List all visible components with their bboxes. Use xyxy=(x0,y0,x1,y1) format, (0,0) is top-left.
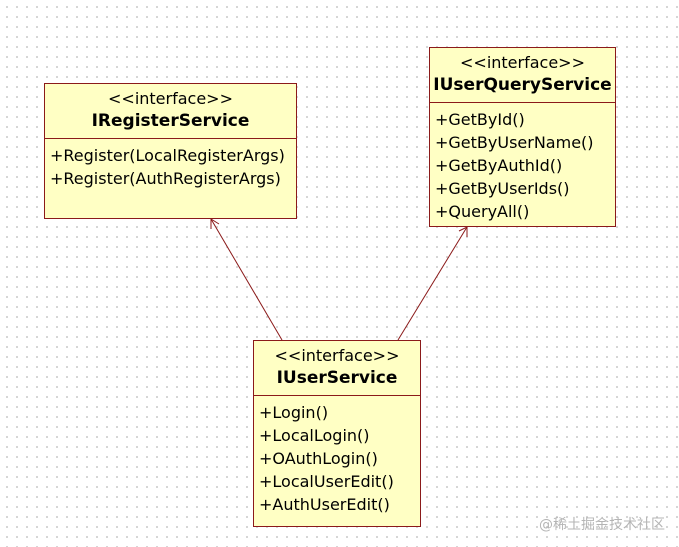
link-user-to-query xyxy=(397,226,468,341)
class-iuserservice[interactable]: <<interface>> IUserService +Login() +Loc… xyxy=(253,340,421,527)
method-item: +Register(AuthRegisterArgs) xyxy=(50,169,281,188)
method-item: +QueryAll() xyxy=(435,202,530,221)
class-header: <<interface>> IUserQueryService xyxy=(430,48,615,103)
class-iregisterservice[interactable]: <<interface>> IRegisterService +Register… xyxy=(44,83,297,219)
method-item: +GetByUserName() xyxy=(435,133,594,152)
method-item: +GetByAuthId() xyxy=(435,156,563,175)
class-iuserqueryservice[interactable]: <<interface>> IUserQueryService +GetById… xyxy=(429,47,616,227)
class-header: <<interface>> IUserService xyxy=(254,341,420,396)
arrowhead-register xyxy=(210,218,220,229)
class-name: IUserService xyxy=(276,368,398,388)
method-item: +GetByUserIds() xyxy=(435,179,570,198)
method-item: +Login() xyxy=(259,403,329,422)
watermark-text: @稀土掘金技术社区 xyxy=(539,517,665,533)
method-list: +Login() +LocalLogin() +OAuthLogin() +Lo… xyxy=(254,396,420,516)
method-list: +GetById() +GetByUserName() +GetByAuthId… xyxy=(430,103,615,223)
class-name: IUserQueryService xyxy=(433,75,612,95)
arrowhead-query xyxy=(458,226,468,237)
method-item: +Register(LocalRegisterArgs) xyxy=(50,146,285,165)
method-item: +OAuthLogin() xyxy=(259,449,378,468)
stereotype-label: <<interface>> xyxy=(274,346,400,365)
method-item: +LocalUserEdit() xyxy=(259,472,394,491)
class-header: <<interface>> IRegisterService xyxy=(45,84,296,139)
stereotype-label: <<interface>> xyxy=(108,89,233,108)
method-item: +AuthUserEdit() xyxy=(259,495,390,514)
stereotype-label: <<interface>> xyxy=(460,53,585,72)
method-list: +Register(LocalRegisterArgs) +Register(A… xyxy=(45,139,296,190)
class-name: IRegisterService xyxy=(91,111,250,131)
link-user-to-register xyxy=(210,218,283,341)
method-item: +LocalLogin() xyxy=(259,426,370,445)
method-item: +GetById() xyxy=(435,110,525,129)
